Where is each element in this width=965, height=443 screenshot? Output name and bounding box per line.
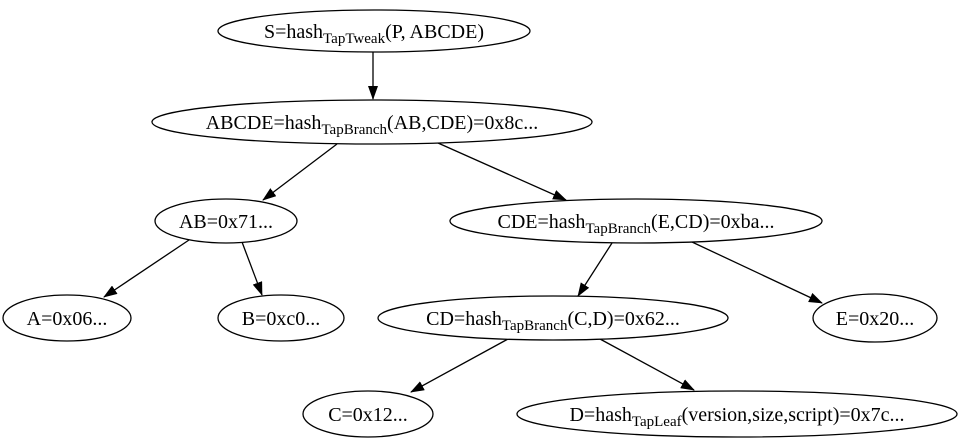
node-CDE: CDE=hashTapBranch(E,CD)=0xba... [449, 198, 823, 244]
node-CD-label: CD=hashTapBranch(C,D)=0x62... [426, 308, 680, 334]
edge-CDE-to-CD [577, 242, 613, 297]
node-A-ellipse [2, 294, 132, 342]
node-CD-ellipse [377, 295, 729, 341]
node-CDE-ellipse [449, 198, 823, 244]
node-C: C=0x12... [302, 390, 434, 438]
node-A: A=0x06... [2, 294, 132, 342]
edge-CD-to-D [599, 338, 695, 391]
edge-AB-to-A [103, 239, 190, 298]
node-A-label: A=0x06... [27, 308, 108, 330]
node-S-ellipse [217, 9, 531, 53]
node-AB-label: AB=0x71... [179, 211, 273, 233]
nodes-layer: S=hashTapTweak(P, ABCDE) ABCDE=hashTapBra… [2, 9, 958, 438]
node-C-ellipse [302, 390, 434, 438]
node-B-ellipse [217, 294, 345, 342]
node-B-label: B=0xc0... [242, 308, 321, 330]
node-D: D=hashTapLeaf(version,size,script)=0x7c.… [516, 390, 958, 438]
edge-AB-to-B [241, 241, 263, 296]
node-S-label: S=hashTapTweak(P, ABCDE) [264, 21, 484, 47]
edge-CDE-to-E [691, 241, 823, 304]
node-B: B=0xc0... [217, 294, 345, 342]
node-S: S=hashTapTweak(P, ABCDE) [217, 9, 531, 53]
edges-layer [103, 52, 823, 393]
node-D-ellipse [516, 390, 958, 438]
node-D-label: D=hashTapLeaf(version,size,script)=0x7c.… [569, 404, 904, 430]
node-CD: CD=hashTapBranch(C,D)=0x62... [377, 295, 729, 341]
edge-CD-to-C [410, 338, 509, 393]
node-ABCDE: ABCDE=hashTapBranch(AB,CDE)=0x8c... [151, 99, 593, 145]
node-E: E=0x20... [812, 293, 938, 343]
node-E-label: E=0x20... [836, 308, 915, 330]
edge-ABCDE-to-AB [262, 143, 338, 201]
node-ABCDE-ellipse [151, 99, 593, 145]
node-AB-ellipse [154, 198, 298, 244]
node-ABCDE-label: ABCDE=hashTapBranch(AB,CDE)=0x8c... [206, 112, 539, 138]
node-E-ellipse [812, 293, 938, 343]
node-C-label: C=0x12... [328, 404, 408, 426]
edge-ABCDE-to-CDE [437, 142, 567, 201]
node-AB: AB=0x71... [154, 198, 298, 244]
node-CDE-label: CDE=hashTapBranch(E,CD)=0xba... [497, 211, 774, 237]
